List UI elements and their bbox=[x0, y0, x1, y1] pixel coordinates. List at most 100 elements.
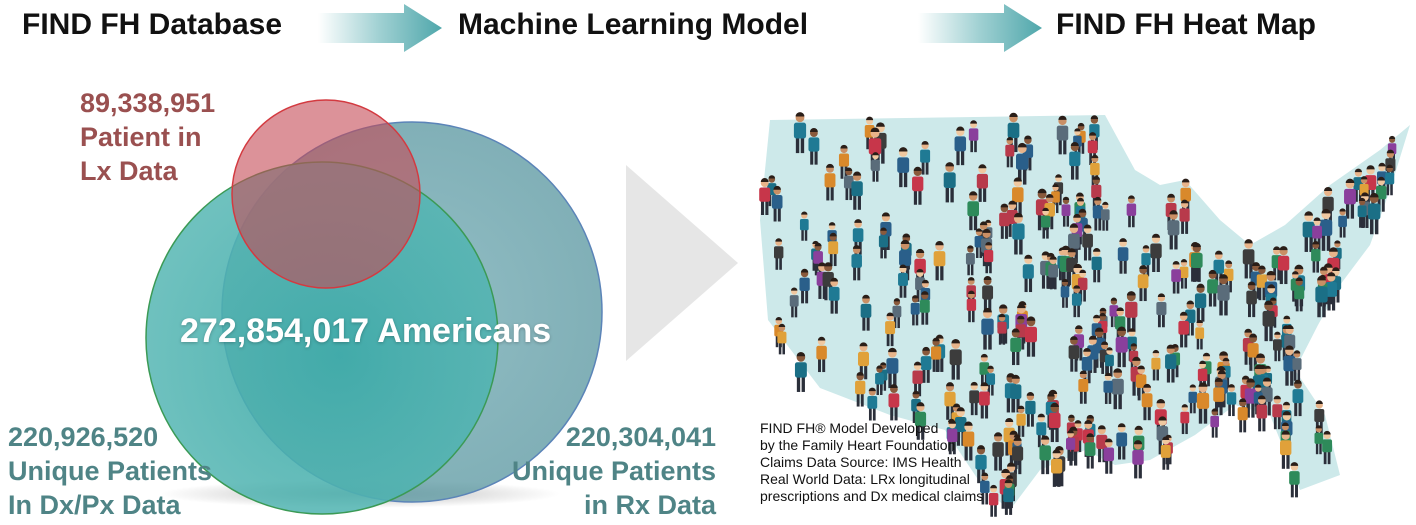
person-figure bbox=[1092, 196, 1103, 231]
person-figure bbox=[912, 361, 923, 397]
person-figure bbox=[1256, 395, 1268, 432]
person-figure bbox=[1010, 374, 1022, 413]
person-figure bbox=[966, 290, 977, 323]
person-figure bbox=[1012, 212, 1025, 255]
person-figure bbox=[1344, 178, 1356, 219]
person-figure bbox=[1294, 277, 1305, 312]
rx-data-label: 220,304,041 Unique Patients in Rx Data bbox=[470, 420, 716, 522]
person-figure bbox=[774, 238, 784, 270]
lx-desc-2: Lx Data bbox=[80, 156, 178, 186]
footnote-line-4: Real World Data: LRx longitudinal bbox=[760, 471, 970, 487]
person-figure bbox=[828, 277, 840, 314]
arrow-right-icon bbox=[918, 4, 1042, 52]
person-figure bbox=[1069, 141, 1081, 180]
person-figure bbox=[799, 268, 810, 304]
person-figure bbox=[1016, 405, 1026, 437]
lx-count: 89,338,951 bbox=[80, 88, 216, 118]
person-figure bbox=[892, 298, 902, 329]
person-figure bbox=[1012, 436, 1024, 475]
person-figure bbox=[1066, 429, 1076, 461]
person-figure bbox=[1262, 300, 1275, 342]
person-figure bbox=[1016, 142, 1029, 185]
header-find-fh-database: FIND FH Database bbox=[22, 8, 283, 41]
person-figure bbox=[771, 185, 783, 222]
us-heat-map bbox=[759, 112, 1410, 517]
person-figure bbox=[1150, 233, 1162, 272]
person-figure bbox=[1292, 350, 1302, 381]
person-figure bbox=[1105, 347, 1114, 377]
person-figure bbox=[1244, 378, 1257, 418]
person-figure bbox=[1385, 164, 1395, 196]
person-figure bbox=[968, 120, 979, 153]
person-figure bbox=[885, 312, 896, 347]
person-figure bbox=[981, 307, 994, 350]
total-americans-label: 272,854,017 Americans bbox=[180, 312, 552, 350]
person-figure bbox=[1273, 331, 1282, 362]
person-figure bbox=[1125, 291, 1138, 333]
person-figure bbox=[1068, 336, 1080, 372]
person-figure bbox=[777, 323, 787, 355]
person-figure bbox=[789, 287, 799, 318]
person-figure bbox=[1284, 325, 1296, 363]
person-figure bbox=[1151, 349, 1161, 381]
person-figure bbox=[1071, 285, 1082, 318]
person-figure bbox=[1025, 392, 1036, 427]
person-figure bbox=[888, 384, 900, 421]
person-figure bbox=[969, 381, 980, 416]
person-figure bbox=[828, 232, 839, 267]
person-figure bbox=[1314, 425, 1324, 455]
person-figure bbox=[1277, 246, 1290, 285]
person-figure bbox=[910, 295, 920, 326]
person-figure bbox=[980, 472, 990, 505]
person-figure bbox=[1087, 132, 1098, 165]
person-figure bbox=[1217, 274, 1230, 316]
person-figure bbox=[1060, 278, 1070, 308]
person-figure bbox=[1195, 319, 1205, 350]
person-figure bbox=[1188, 384, 1198, 414]
person-figure bbox=[855, 371, 866, 407]
person-figure bbox=[794, 351, 807, 392]
header-machine-learning-model: Machine Learning Model bbox=[458, 8, 809, 41]
person-figure bbox=[1109, 297, 1119, 328]
person-figure bbox=[965, 245, 975, 276]
person-figure bbox=[933, 241, 946, 281]
rx-desc-1: Unique Patients bbox=[511, 456, 716, 486]
person-figure bbox=[1357, 197, 1367, 228]
person-figure bbox=[1289, 462, 1300, 498]
person-figure bbox=[1179, 259, 1189, 289]
person-figure bbox=[1242, 239, 1255, 279]
dx-count: 220,926,520 bbox=[8, 422, 159, 452]
us-map-shape bbox=[760, 115, 1410, 510]
lx-desc-1: Patient in bbox=[80, 122, 202, 152]
person-figure bbox=[976, 164, 988, 202]
person-figure bbox=[1280, 430, 1292, 469]
person-figure bbox=[986, 365, 996, 396]
person-figure bbox=[1007, 112, 1020, 153]
person-figure bbox=[949, 338, 962, 380]
person-figure bbox=[816, 336, 827, 373]
header-find-fh-heat-map: FIND FH Heat Map bbox=[1056, 8, 1317, 41]
person-figure bbox=[878, 227, 889, 259]
person-figure bbox=[1103, 372, 1113, 404]
person-figure bbox=[1048, 256, 1059, 290]
person-figure bbox=[1078, 370, 1089, 404]
person-figure bbox=[1213, 377, 1225, 416]
person-figure bbox=[992, 432, 1004, 471]
person-figure bbox=[1311, 241, 1321, 273]
person-figure bbox=[979, 382, 990, 419]
person-figure bbox=[983, 242, 994, 274]
person-figure bbox=[1302, 211, 1315, 252]
person-figure bbox=[1117, 238, 1129, 274]
person-figure bbox=[1012, 177, 1024, 217]
person-figure bbox=[793, 112, 807, 154]
person-figure bbox=[898, 264, 908, 298]
dx-desc-1: Unique Patients bbox=[8, 456, 213, 486]
person-figure bbox=[919, 291, 930, 325]
person-figure bbox=[920, 141, 931, 175]
person-figure bbox=[851, 245, 862, 281]
person-figure bbox=[1084, 433, 1096, 469]
person-figure bbox=[1237, 398, 1248, 433]
person-figure bbox=[947, 420, 958, 455]
person-figure bbox=[954, 126, 967, 166]
person-figure bbox=[1247, 333, 1259, 371]
